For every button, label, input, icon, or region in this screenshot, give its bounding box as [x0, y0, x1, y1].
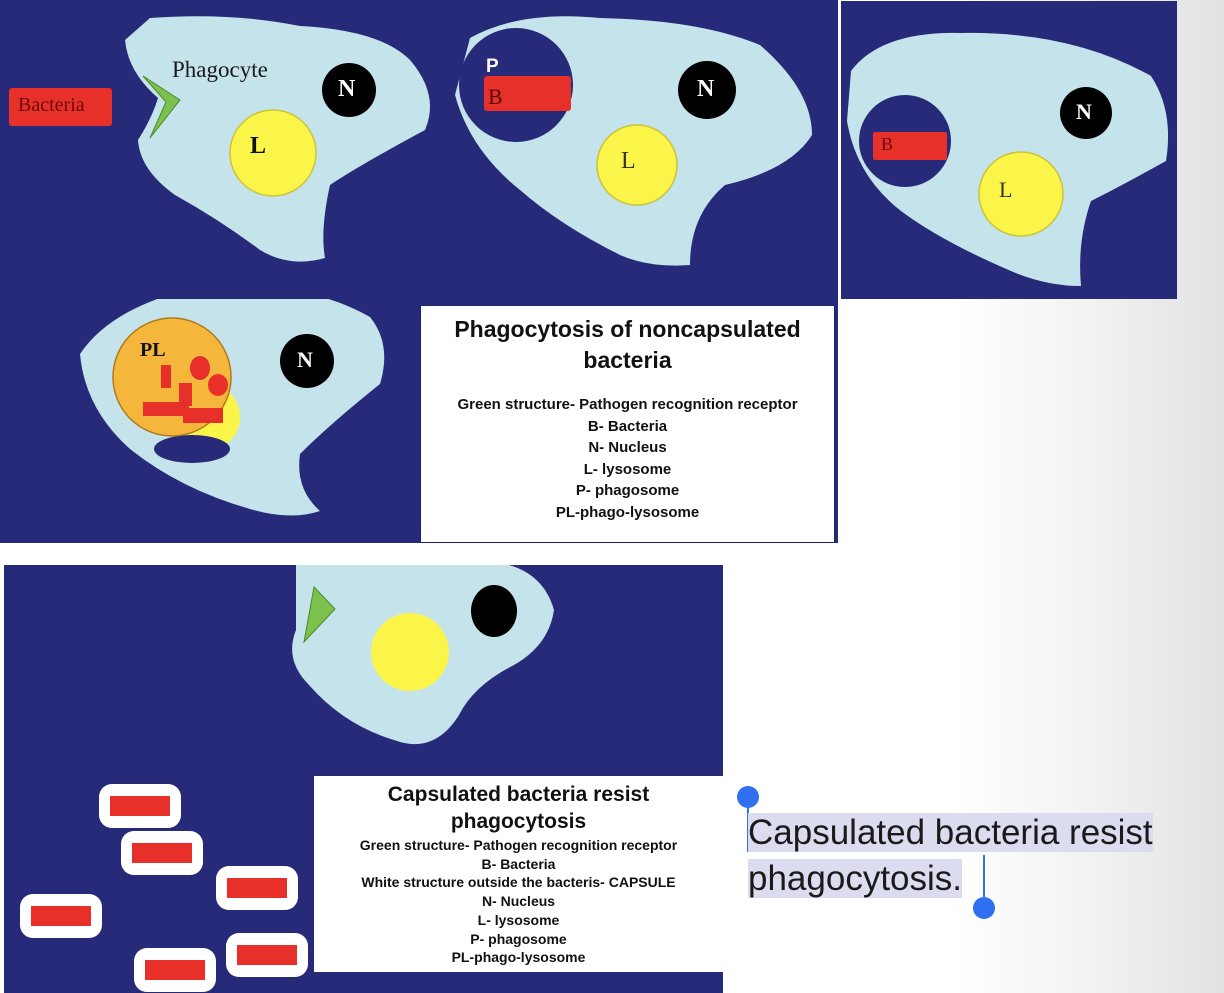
- bacteria-label-4: B: [881, 134, 894, 154]
- nucleus-shape: [322, 63, 376, 117]
- phagosome-remnant: [154, 435, 230, 463]
- legend-title-line-2: bacteria: [583, 347, 672, 373]
- selected-text-line-2[interactable]: phagocytosis.: [748, 859, 963, 898]
- selection-start-handle[interactable]: [737, 786, 759, 808]
- legend-line: N- Nucleus: [588, 439, 667, 456]
- lysosome-shape: [229, 109, 317, 197]
- nucleus-shape-4: [1060, 87, 1112, 139]
- lysosome-label-2: L: [621, 148, 636, 174]
- selection-end-handle[interactable]: [973, 897, 995, 919]
- bacteria-fragment-3: [208, 374, 228, 396]
- legend-title-line-2: phagocytosis: [450, 810, 587, 833]
- lysosome-shape-2: [596, 124, 678, 206]
- capsulated-bacterium-2: [132, 843, 192, 863]
- nucleus-label: N: [338, 76, 356, 102]
- bacteria-fragment-2: [190, 356, 210, 380]
- legend-line: P- phagosome: [470, 930, 567, 947]
- receptor-shape: [142, 75, 181, 139]
- bacteria-in-phagosome-2: [873, 132, 947, 160]
- legend-line: White structure outside the bacteris- CA…: [361, 874, 676, 891]
- lysosome-shape-4: [978, 151, 1064, 237]
- legend-title-line-1: Capsulated bacteria resist: [387, 783, 650, 806]
- capsulated-bacterium-5: [237, 945, 297, 965]
- legend-line: PL-phago-lysosome: [555, 503, 700, 521]
- selected-text-block[interactable]: Capsulated bacteria resist phagocytosis.: [748, 810, 1194, 902]
- legend-line: L- lysosome: [583, 460, 672, 478]
- bacteria-fragment-4: [179, 383, 192, 406]
- receptor-shape-2: [303, 585, 336, 644]
- legend-capsulated: Capsulated bacteria resist phagocytosis …: [314, 776, 723, 972]
- legend-line: PL-phago-lysosome: [451, 949, 586, 966]
- capsulated-bacterium-1: [110, 796, 170, 816]
- capsulated-bacteria-group: [20, 784, 308, 992]
- panel-phagocyte-bacteria: Bacteria Phagocyte N L P B N L: [0, 0, 838, 299]
- nucleus-shape-2: [678, 61, 736, 119]
- bacteria-fragment-6: [183, 408, 223, 423]
- bacteria-label-2: B: [488, 84, 503, 109]
- panel-phagosome-lysosome: B N L: [841, 1, 1177, 299]
- bacteria-label: Bacteria: [18, 94, 85, 116]
- legend-line: P- phagosome: [575, 482, 680, 499]
- panel-phagosome-svg: [455, 16, 812, 266]
- legend-line: L- lysosome: [477, 911, 560, 928]
- lysosome-label: L: [250, 133, 267, 159]
- selected-text-line-1[interactable]: Capsulated bacteria resist: [748, 813, 1153, 852]
- capsulated-bacterium-4: [31, 906, 91, 926]
- phagosome-label: P: [486, 56, 499, 77]
- capsulated-bacterium-6: [145, 960, 205, 980]
- panel-phagolysosome-svg: [0, 0, 838, 299]
- lysosome-label-4: L: [999, 177, 1013, 202]
- legend-line: Green structure- Pathogen recognition re…: [457, 396, 798, 413]
- nucleus-label-4: N: [1076, 99, 1092, 124]
- legend-line: N- Nucleus: [481, 893, 556, 910]
- panel-phagosome-lysosome-svg: [841, 1, 1177, 299]
- legend-line: B- Bacteria: [587, 417, 668, 435]
- nucleus-label-2: N: [697, 76, 715, 102]
- phagolysosome-shape: [112, 317, 232, 437]
- bacteria-shape: [9, 88, 112, 126]
- legend-line: B- Bacteria: [481, 855, 556, 872]
- phagocyte-label: Phagocyte: [172, 57, 268, 82]
- legend-title-line-1: Phagocytosis of noncapsulated: [454, 316, 801, 342]
- nucleus-shape-5: [471, 585, 517, 637]
- phagolysosome-label: PL: [140, 339, 166, 361]
- selection-end-caret: [983, 855, 985, 899]
- capsulated-bacterium-3: [227, 878, 287, 898]
- bacteria-in-phagosome: [484, 76, 571, 111]
- lysosome-shape-5: [371, 613, 449, 691]
- bacteria-fragment-1: [161, 365, 171, 388]
- nucleus-shape-3: [280, 334, 334, 388]
- legend-noncapsulated: Phagocytosis of noncapsulated bacteria G…: [420, 305, 835, 543]
- legend-line: Green structure- Pathogen recognition re…: [359, 837, 678, 853]
- nucleus-label-3: N: [297, 347, 313, 372]
- bacteria-fragment-5: [143, 402, 189, 416]
